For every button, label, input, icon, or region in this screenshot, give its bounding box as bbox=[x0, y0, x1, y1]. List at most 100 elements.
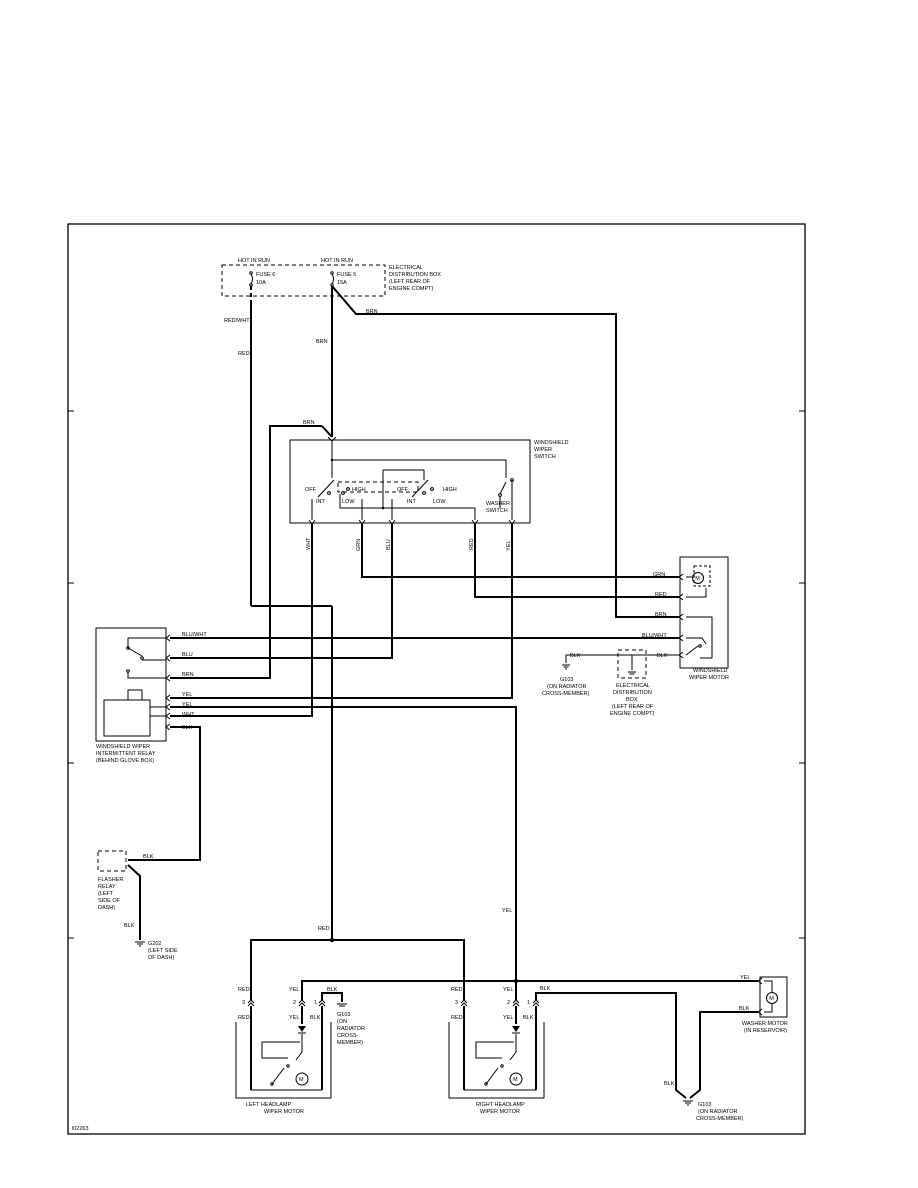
svg-text:FLASHER: FLASHER bbox=[98, 877, 123, 883]
wire-label-blu-wht-motor: BLU/WHT bbox=[642, 633, 667, 639]
flasher-relay-box bbox=[97, 850, 127, 872]
wire-red-headlamps bbox=[250, 937, 465, 1000]
wiper-motor-label: WINDSHIELD WIPER MOTOR bbox=[689, 668, 729, 681]
switch-off-2: OFF bbox=[397, 487, 409, 493]
washer-switch-label-1: WASHER bbox=[486, 501, 510, 507]
svg-text:(ON: (ON bbox=[337, 1019, 347, 1025]
svg-text:MEMBER): MEMBER) bbox=[337, 1040, 363, 1046]
wire-label-yel-vertical: YEL bbox=[506, 541, 512, 551]
wire-fuse6-red bbox=[250, 286, 333, 940]
left-g103-label: G103 (ON RADIATOR CROSS- MEMBER) bbox=[337, 1012, 365, 1046]
svg-text:WINDSHIELD: WINDSHIELD bbox=[693, 668, 728, 674]
svg-text:ENGINE COMPT): ENGINE COMPT) bbox=[610, 711, 654, 717]
g103-bottom-label: G103 (ON RADIATOR CROSS-MEMBER) bbox=[696, 1102, 744, 1122]
wire-switch-grn bbox=[361, 524, 680, 578]
svg-text:SIDE OF: SIDE OF bbox=[98, 898, 121, 904]
g103-top-ground bbox=[562, 664, 570, 670]
right-pin3: 3 bbox=[455, 1000, 458, 1006]
washer-motor-symbol: M bbox=[769, 996, 774, 1002]
svg-text:G103: G103 bbox=[337, 1012, 350, 1018]
relay-box bbox=[95, 627, 167, 742]
left-blk-top: BLK bbox=[327, 987, 338, 993]
left-motor-symbol: M bbox=[299, 1077, 304, 1083]
svg-text:SWITCH: SWITCH bbox=[534, 454, 556, 460]
fuse-6: FUSE 6 10A bbox=[249, 271, 275, 287]
right-headlamp-motor-housing bbox=[448, 1022, 545, 1099]
distribution-box-mid bbox=[617, 649, 647, 679]
svg-text:(LEFT REAR OF: (LEFT REAR OF bbox=[612, 704, 654, 710]
svg-text:RADIATOR: RADIATOR bbox=[337, 1026, 365, 1032]
left-headlamp-connectors bbox=[247, 999, 326, 1007]
svg-text:DISTRIBUTION: DISTRIBUTION bbox=[613, 690, 652, 696]
wiper-switch-box bbox=[289, 439, 531, 524]
svg-text:DASH): DASH) bbox=[98, 905, 115, 911]
right-headlamp-label: RIGHT HEADLAMP WIPER MOTOR bbox=[476, 1102, 525, 1115]
relay-blu-wht: BLU/WHT bbox=[182, 632, 207, 638]
wire-relay-blk-flasher bbox=[128, 726, 201, 861]
right-pin2: 2 bbox=[507, 1000, 510, 1006]
svg-text:ENGINE COMPT): ENGINE COMPT) bbox=[389, 286, 433, 292]
g202-label: G202 (LEFT SIDE OF DASH) bbox=[148, 941, 178, 961]
hot-in-run-left: HOT IN RUN bbox=[238, 258, 270, 264]
wire-label-red-motor: RED bbox=[655, 592, 667, 598]
switch-int-1: INT bbox=[316, 499, 326, 505]
wiper-motor-symbol: M bbox=[695, 576, 700, 582]
svg-text:WIPER MOTOR: WIPER MOTOR bbox=[264, 1109, 304, 1115]
svg-text:CROSS-MEMBER): CROSS-MEMBER) bbox=[542, 691, 590, 697]
switch-low-2: LOW bbox=[433, 499, 446, 505]
wire-fuse5-brn-motor bbox=[331, 285, 680, 618]
svg-text:(LEFT SIDE: (LEFT SIDE bbox=[148, 948, 178, 954]
wire-brn-relay bbox=[170, 425, 333, 679]
wire-switch-wht bbox=[170, 524, 313, 717]
wiper-motor-box bbox=[679, 556, 729, 669]
wire-label-blk-g202: BLK bbox=[124, 923, 135, 929]
wire-label-red-wht: RED/WHT bbox=[224, 318, 250, 324]
right-yel-bottom: YEL bbox=[503, 1015, 513, 1021]
svg-text:ELECTRICAL: ELECTRICAL bbox=[616, 683, 650, 689]
left-blk-bottom: BLK bbox=[310, 1015, 321, 1021]
svg-text:RELAY: RELAY bbox=[98, 884, 116, 890]
relay-yel-1: YEL bbox=[182, 692, 192, 698]
svg-text:INTERMITTENT RELAY: INTERMITTENT RELAY bbox=[96, 751, 156, 757]
blk-g103-bottom-label: BLK bbox=[664, 1081, 675, 1087]
right-blk-top: BLK bbox=[540, 986, 551, 992]
wire-label-blu-vertical: BLU bbox=[386, 539, 392, 550]
washer-motor-box bbox=[759, 976, 788, 1018]
switch-int-2: INT bbox=[407, 499, 417, 505]
svg-text:G103: G103 bbox=[560, 677, 573, 683]
left-blk-to-g103 bbox=[321, 992, 343, 1002]
left-yel-bottom: YEL bbox=[289, 1015, 299, 1021]
frame-ticks bbox=[68, 410, 805, 939]
distribution-box-label: ELECTRICAL DISTRIBUTION BOX (LEFT REAR O… bbox=[389, 265, 441, 292]
wire-flasher-g202 bbox=[127, 864, 141, 940]
svg-text:G202: G202 bbox=[148, 941, 161, 947]
g103-top-label: G103 (ON RADIATOR CROSS-MEMBER) bbox=[542, 677, 590, 697]
washer-blk-label: BLK bbox=[739, 1006, 750, 1012]
right-red-top: RED bbox=[451, 987, 463, 993]
right-pin1: 1 bbox=[527, 1000, 530, 1006]
right-red-bottom: RED bbox=[451, 1015, 463, 1021]
relay-yel-2: YEL bbox=[182, 702, 192, 708]
relay-label: WINDSHIELD WIPER INTERMITTENT RELAY (BEH… bbox=[96, 744, 156, 764]
left-pin1: 1 bbox=[314, 1000, 317, 1006]
right-motor-symbol: M bbox=[513, 1077, 518, 1083]
svg-text:CROSS-MEMBER): CROSS-MEMBER) bbox=[696, 1116, 744, 1122]
svg-text:WIPER MOTOR: WIPER MOTOR bbox=[689, 675, 729, 681]
svg-text:LEFT HEADLAMP: LEFT HEADLAMP bbox=[246, 1102, 291, 1108]
relay-internals bbox=[103, 634, 171, 737]
svg-text:CROSS-: CROSS- bbox=[337, 1033, 359, 1039]
svg-text:(LEFT REAR OF: (LEFT REAR OF bbox=[389, 279, 431, 285]
washer-motor-internals bbox=[757, 977, 778, 1016]
svg-text:G103: G103 bbox=[698, 1102, 711, 1108]
flasher-relay-label: FLASHER RELAY (LEFT SIDE OF DASH) bbox=[98, 877, 123, 911]
right-headlamp-internals bbox=[463, 1006, 537, 1091]
wire-label-yel-down: YEL bbox=[502, 908, 512, 914]
distribution-box-mid-label: ELECTRICAL DISTRIBUTION BOX (LEFT REAR O… bbox=[610, 683, 654, 717]
distribution-box-mid-ground bbox=[628, 671, 636, 675]
wire-relay-yel-headlamp bbox=[170, 706, 517, 981]
relay-brn: BRN bbox=[182, 672, 194, 678]
relay-wht: WHT bbox=[182, 712, 195, 718]
wiper-motor-symbol-circle bbox=[692, 572, 704, 584]
wire-label-wht-vertical: WHT bbox=[306, 537, 312, 550]
right-headlamp-connectors bbox=[460, 999, 540, 1007]
